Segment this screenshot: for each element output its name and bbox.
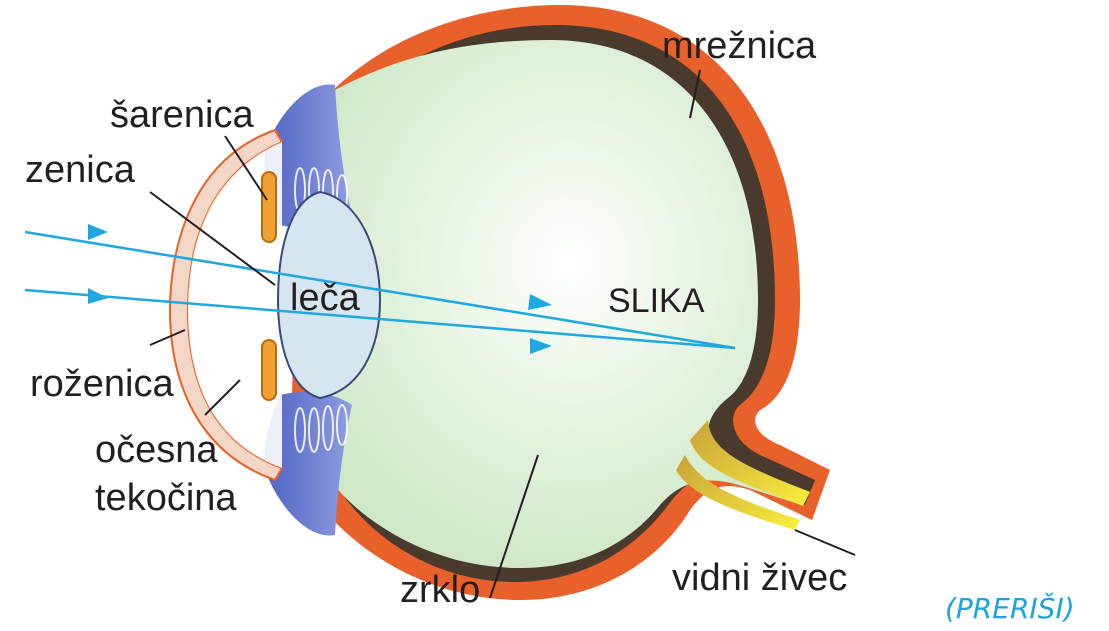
label-vitreous: zrklo <box>400 569 480 611</box>
label-cornea: roženica <box>30 363 174 405</box>
label-optic-nerve: vidni živec <box>672 557 847 599</box>
label-retina: mrežnica <box>662 25 817 67</box>
note-redraw: (PRERIŠI) <box>945 591 1075 625</box>
arrow-icon <box>88 224 108 240</box>
label-lens: leča <box>290 277 361 319</box>
label-pupil: zenica <box>25 149 136 191</box>
label-iris: šarenica <box>110 94 254 136</box>
label-aqueous-line2: tekočina <box>95 477 237 519</box>
label-aqueous-line1: očesna <box>95 429 218 471</box>
label-image: SLIKA <box>608 282 705 320</box>
